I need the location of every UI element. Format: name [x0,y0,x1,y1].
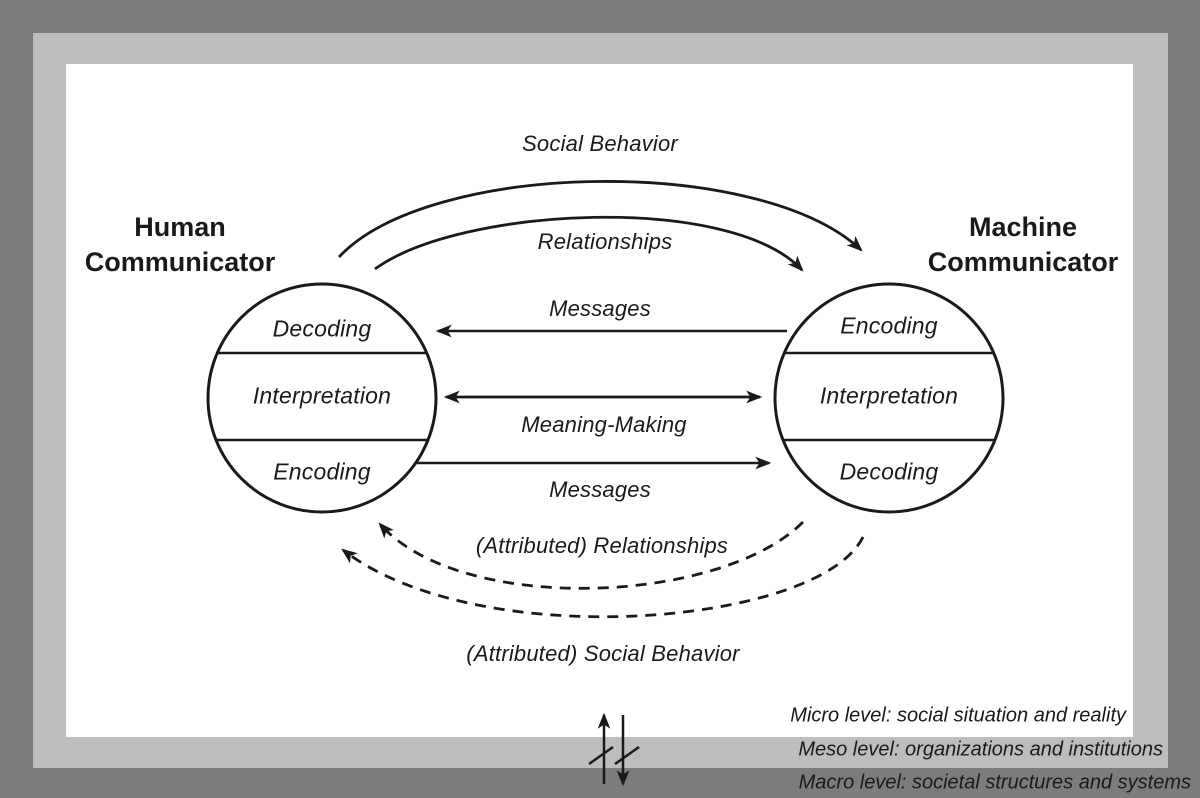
machine-title-line1: Machine [968,212,1078,242]
messages-to-human-label: Messages [549,296,651,321]
attributed-social-behavior-arrow [341,536,865,619]
attributed-relationships-arrow [378,521,804,590]
machine-title-line2: Communicator [927,247,1119,277]
social-behavior-arrow [337,180,863,258]
relationships-arrow [374,215,804,272]
attributed-relationships-label: (Attributed) Relationships [475,533,729,558]
machine-process-decoding: Decoding [839,458,939,485]
micro-level-label: Micro level: social situation and realit… [790,704,1126,727]
human-process-decoding: Decoding [272,315,372,342]
human-process-encoding: Encoding [273,458,371,485]
social-behavior-label: Social Behavior [522,131,678,156]
messages-to-machine-label: Messages [549,477,651,502]
human-title-line2: Communicator [84,247,276,277]
macro-level-label: Macro level: societal structures and sys… [798,771,1191,794]
machine-communicator-circle [773,282,1005,514]
level-up-arrow-slash [588,745,614,766]
level-boundary-arrows [588,712,640,787]
meaning-making-label: Meaning-Making [521,412,687,437]
human-title-line1: Human [134,212,226,242]
machine-process-encoding: Encoding [840,312,938,339]
meso-level-label: Meso level: organizations and institutio… [798,738,1163,761]
human-process-interpretation: Interpretation [252,382,392,409]
attributed-social-behavior-label: (Attributed) Social Behavior [466,641,740,666]
machine-process-interpretation: Interpretation [819,382,959,409]
machine-circle-outline [773,282,1005,514]
level-down-arrow-slash [614,745,640,766]
relationships-label: Relationships [537,229,673,254]
human-circle-outline [206,282,438,514]
human-communicator-circle [206,282,438,514]
human-communicator-title: Human Communicator [85,210,276,280]
machine-communicator-title: Machine Communicator [928,210,1119,280]
